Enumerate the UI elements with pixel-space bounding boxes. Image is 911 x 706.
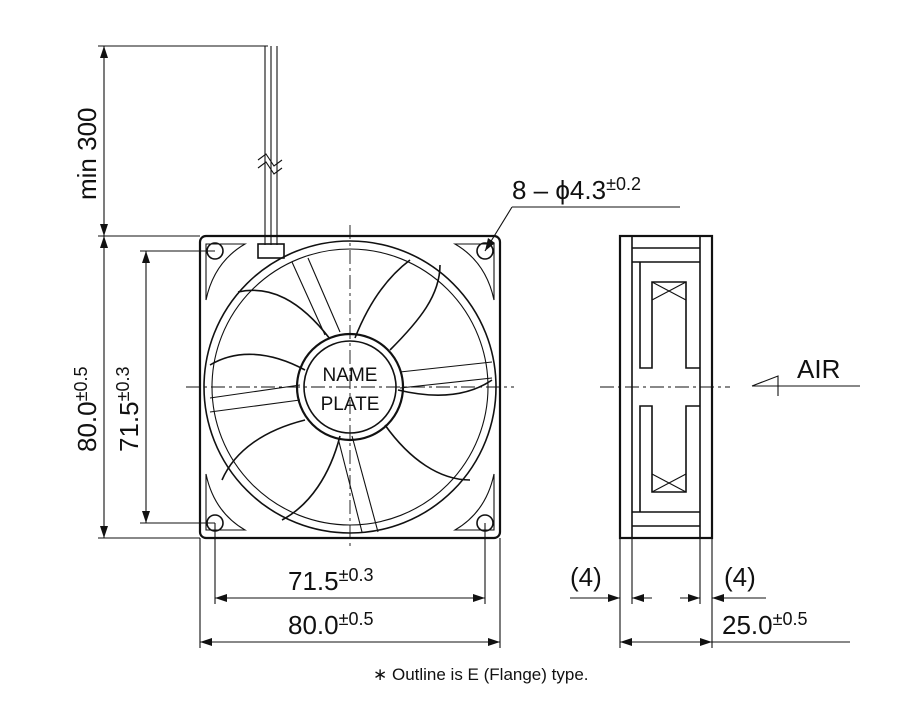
pitch-width-label: 71.5 <box>288 566 339 596</box>
depth-label: 25.0 <box>722 610 773 640</box>
hole-spec-tolerance: ±0.2 <box>606 174 641 194</box>
corner-pockets <box>205 243 495 531</box>
lead-length-label: min 300 <box>72 108 102 201</box>
svg-text:80.0±0.5: 80.0±0.5 <box>288 609 374 640</box>
hole-spec-label: 8 – ϕ4.3 <box>512 175 606 205</box>
pitch-height-label: 71.5 <box>114 401 144 452</box>
pitch-height-dimension: 71.5±0.3 <box>113 250 215 524</box>
impeller-blades <box>209 259 493 521</box>
side-view <box>600 234 730 540</box>
side-dimensions: (4) (4) 25.0±0.5 <box>570 538 850 648</box>
lead-wire <box>257 46 285 259</box>
depth-tolerance: ±0.5 <box>773 609 808 629</box>
outer-height-tolerance: ±0.5 <box>71 366 91 401</box>
svg-text:8 – ϕ4.3±0.2: 8 – ϕ4.3±0.2 <box>512 174 641 205</box>
outer-width-tolerance: ±0.5 <box>339 609 374 629</box>
svg-text:25.0±0.5: 25.0±0.5 <box>722 609 808 640</box>
outer-width-label: 80.0 <box>288 610 339 640</box>
outer-height-label: 80.0 <box>72 401 102 452</box>
nameplate-line2: PLATE <box>321 394 380 415</box>
svg-text:80.0±0.5: 80.0±0.5 <box>71 366 102 452</box>
outer-height-dimension: 80.0±0.5 <box>71 236 200 539</box>
airflow-label: AIR <box>797 354 840 384</box>
hole-callout: 8 – ϕ4.3±0.2 <box>484 174 680 252</box>
footnote: ∗ Outline is E (Flange) type. <box>373 665 589 684</box>
nameplate-line1: NAME <box>323 365 378 386</box>
airflow-indicator: AIR <box>751 354 860 396</box>
pitch-width-dimension: 71.5±0.3 <box>214 523 486 604</box>
wire-grommet <box>257 243 285 259</box>
svg-text:71.5±0.3: 71.5±0.3 <box>113 366 144 452</box>
side-right-label: (4) <box>724 562 756 592</box>
support-spokes <box>209 257 493 533</box>
pitch-width-tolerance: ±0.3 <box>339 565 374 585</box>
front-view: NAME PLATE <box>186 46 514 550</box>
lead-length-dimension: min 300 <box>72 45 268 237</box>
pitch-height-tolerance: ±0.3 <box>113 366 133 401</box>
svg-text:71.5±0.3: 71.5±0.3 <box>288 565 374 596</box>
side-left-label: (4) <box>570 562 602 592</box>
airflow-arrow-icon <box>751 375 779 396</box>
outer-width-dimension: 80.0±0.5 <box>199 538 501 648</box>
